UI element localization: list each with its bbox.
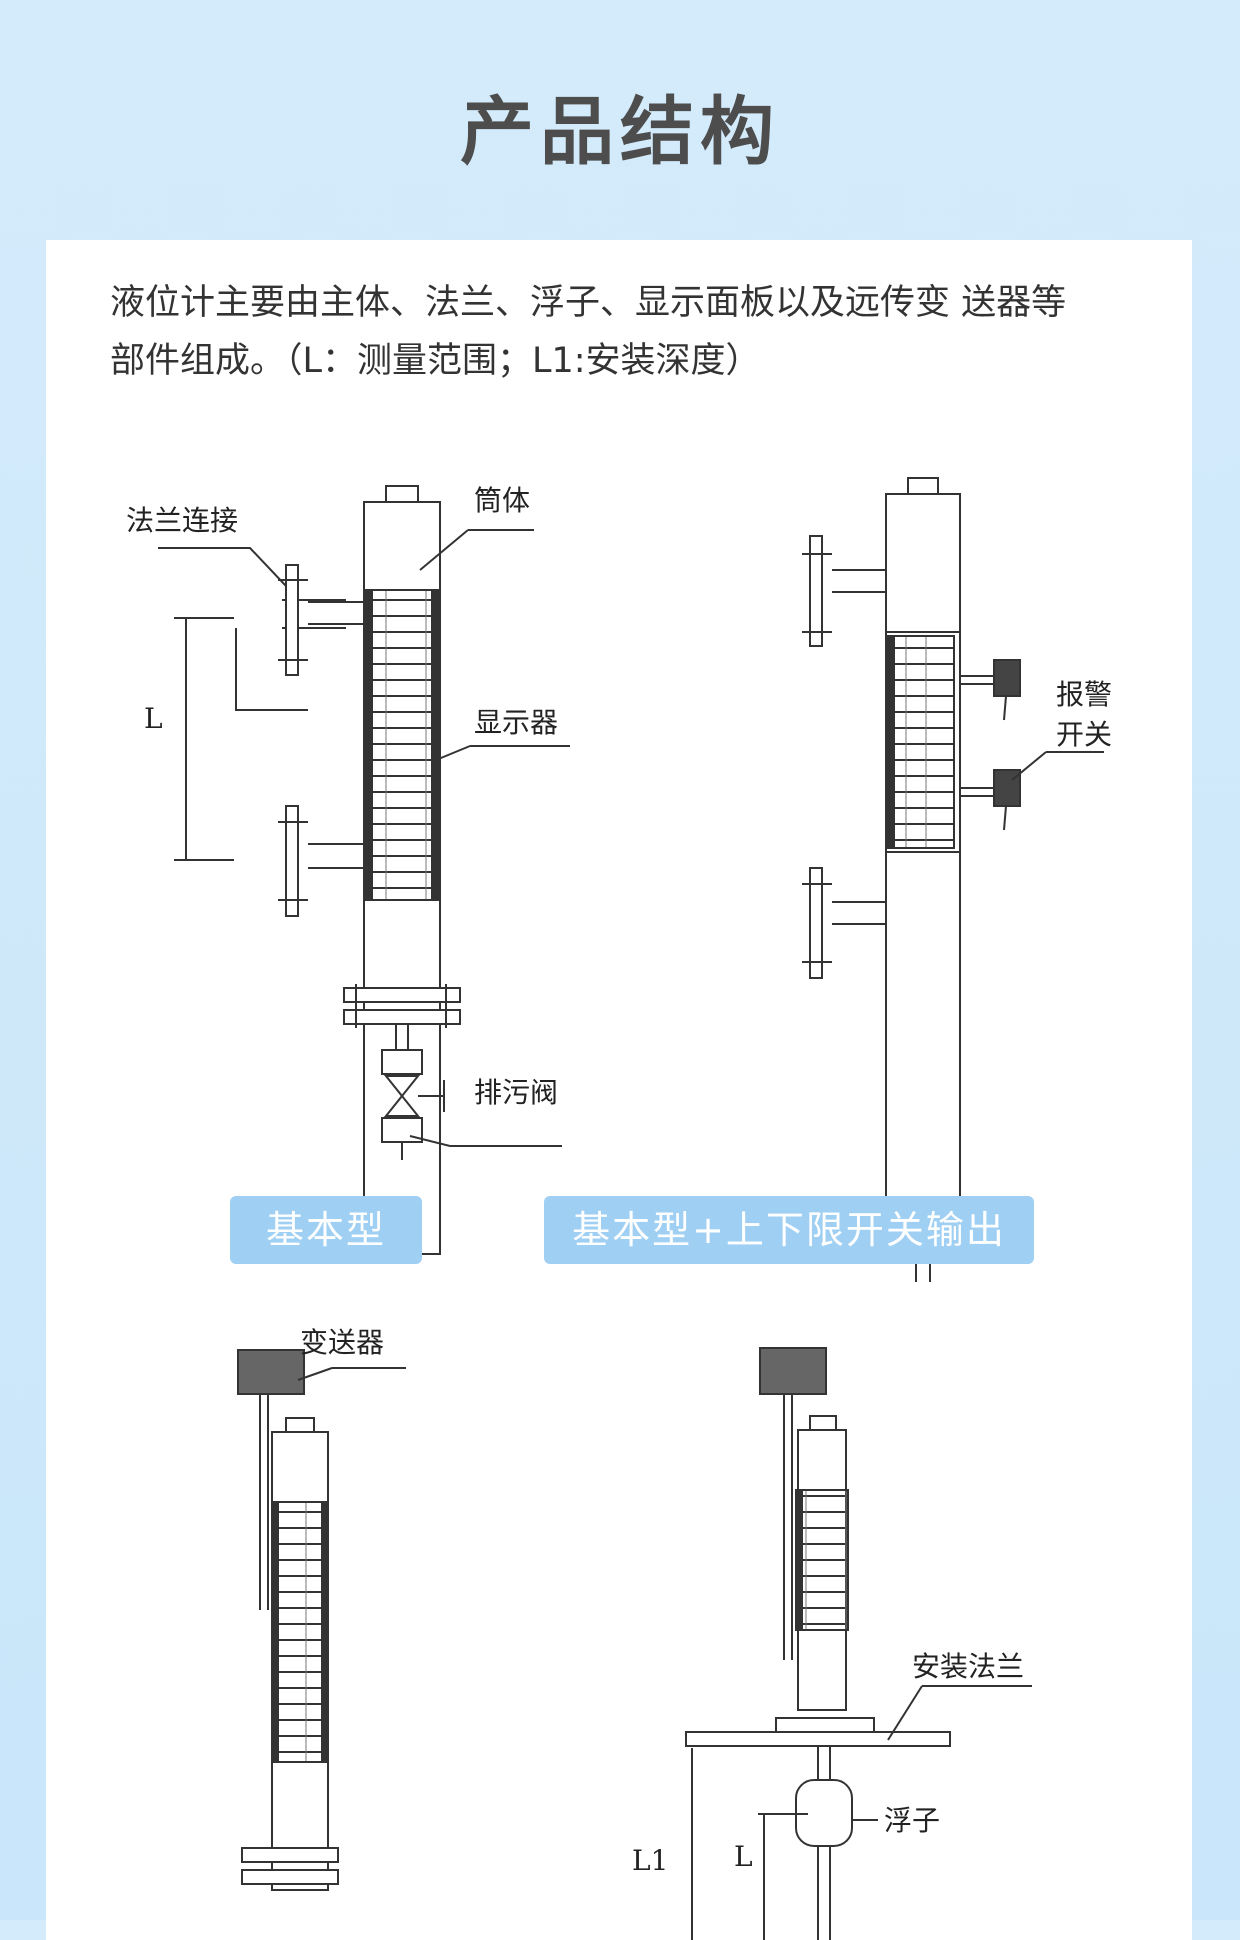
intro-line-1: 液位计主要由主体、法兰、浮子、显示面板以及远传变 送器等: [110, 283, 1067, 323]
structure-diagrams: 法兰连接 筒体 显示器 排污阀 L: [126, 477, 1112, 1940]
page-title: 产品结构: [460, 89, 780, 175]
diagram-basic: [158, 485, 570, 1255]
label-install-depth-L1: L1: [632, 1844, 668, 1877]
label-body: 筒体: [474, 484, 530, 517]
diagram-switch: [802, 477, 1104, 1282]
label-range-L: L: [144, 702, 163, 735]
label-display: 显示器: [474, 706, 558, 739]
badge-basic: 基本型: [230, 1196, 422, 1264]
label-transmitter: 变送器: [300, 1326, 384, 1359]
label-drain-valve: 排污阀: [474, 1076, 558, 1109]
diagram-transmitter: [237, 1349, 406, 1891]
badge-switch-output: 基本型+上下限开关输出: [544, 1196, 1034, 1264]
label-alarm-2: 开关: [1056, 718, 1112, 751]
label-mount-flange: 安装法兰: [912, 1650, 1024, 1683]
intro-text: 液位计主要由主体、法兰、浮子、显示面板以及远传变 送器等 部件组成。（L：测量范…: [110, 274, 1140, 390]
label-flange-connection: 法兰连接: [126, 504, 238, 537]
diagram-top-mount: [685, 1347, 1032, 1940]
intro-line-2: 部件组成。（L：测量范围；L1:安装深度）: [110, 341, 761, 381]
label-float: 浮子: [884, 1804, 940, 1837]
label-alarm-1: 报警: [1056, 678, 1112, 711]
content-card: 液位计主要由主体、法兰、浮子、显示面板以及远传变 送器等 部件组成。（L：测量范…: [46, 240, 1192, 1940]
label-range-L-top: L: [734, 1840, 753, 1873]
